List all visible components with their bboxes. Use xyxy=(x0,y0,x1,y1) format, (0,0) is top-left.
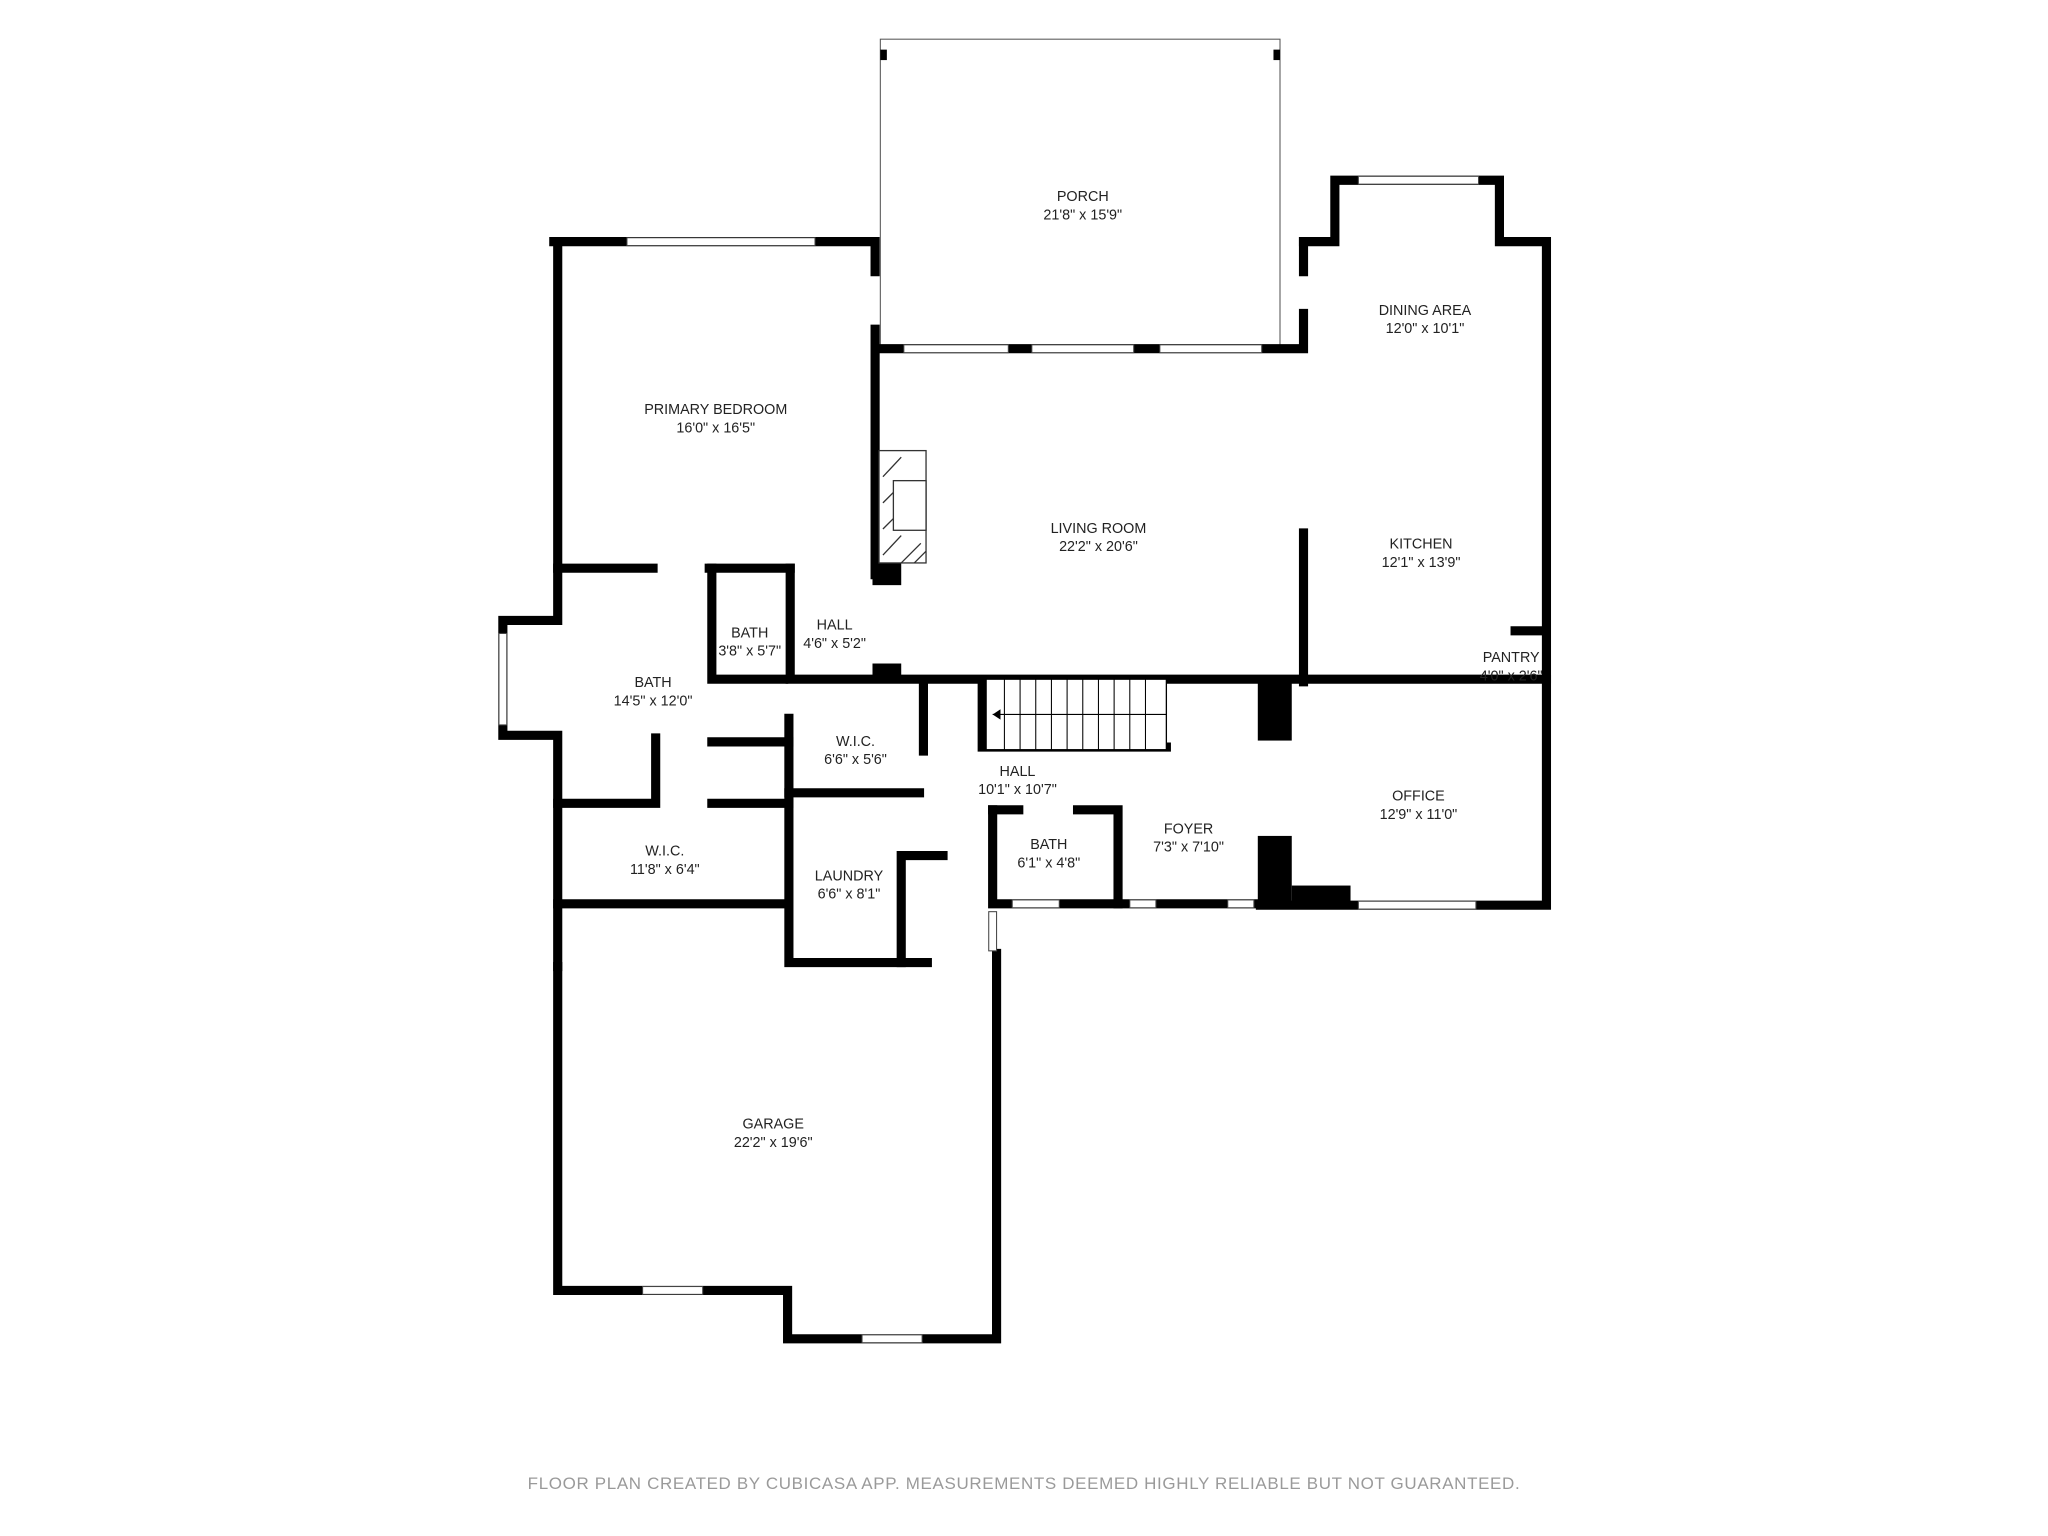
room-name: GARAGE xyxy=(742,1116,803,1132)
room-name: PRIMARY BEDROOM xyxy=(644,402,787,418)
room-size: 6'6" x 5'6" xyxy=(824,752,887,768)
room-laundry: LAUNDRY 6'6" x 8'1" xyxy=(815,868,884,902)
room-office: OFFICE 12'9" x 11'0" xyxy=(1380,789,1458,823)
room-size: 4'6" x 5'2" xyxy=(803,636,866,652)
room-name: OFFICE xyxy=(1392,789,1445,805)
room-name: LIVING ROOM xyxy=(1051,521,1147,537)
stairs xyxy=(985,678,1168,751)
room-name: HALL xyxy=(817,618,853,634)
room-name: FOYER xyxy=(1164,821,1213,837)
room-size: 4'0" x 2'6" xyxy=(1480,668,1543,684)
room-size: 12'9" x 11'0" xyxy=(1380,807,1458,823)
room-name: W.I.C. xyxy=(836,734,875,750)
windows xyxy=(498,175,1480,1344)
room-name: HALL xyxy=(1000,764,1036,780)
room-pantry: PANTRY 4'0" x 2'6" xyxy=(1480,650,1543,684)
room-name: PANTRY xyxy=(1483,650,1540,666)
room-size: 12'0" x 10'1" xyxy=(1386,321,1465,337)
room-wic-small: W.I.C. 6'6" x 5'6" xyxy=(824,734,887,768)
room-wic-large: W.I.C. 11'8" x 6'4" xyxy=(630,844,700,878)
room-name: KITCHEN xyxy=(1390,537,1453,553)
room-garage: GARAGE 22'2" x 19'6" xyxy=(734,1116,813,1150)
room-size: 11'8" x 6'4" xyxy=(630,862,700,878)
room-hall: HALL 10'1" x 10'7" xyxy=(978,764,1057,798)
room-name: DINING AREA xyxy=(1379,303,1472,319)
room-name: BATH xyxy=(731,625,768,641)
room-primary-bedroom: PRIMARY BEDROOM 16'0" x 16'5" xyxy=(644,402,787,436)
room-size: 6'1" x 4'8" xyxy=(1017,855,1080,871)
room-size: 6'6" x 8'1" xyxy=(818,887,881,903)
room-size: 16'0" x 16'5" xyxy=(676,420,755,436)
room-size: 14'5" x 12'0" xyxy=(614,693,693,709)
room-bath-small: BATH 3'8" x 5'7" xyxy=(718,625,781,659)
room-dining-area: DINING AREA 12'0" x 10'1" xyxy=(1379,303,1472,337)
room-name: PORCH xyxy=(1057,189,1109,205)
room-size: 22'2" x 20'6" xyxy=(1059,539,1138,555)
room-primary-bath: BATH 14'5" x 12'0" xyxy=(614,675,693,709)
room-name: BATH xyxy=(634,675,671,691)
room-name: BATH xyxy=(1030,837,1067,853)
room-foyer: FOYER 7'3" x 7'10" xyxy=(1153,821,1224,855)
room-size: 21'8" x 15'9" xyxy=(1043,207,1122,223)
room-name: LAUNDRY xyxy=(815,868,884,884)
room-name: W.I.C. xyxy=(645,844,684,860)
structural-blocks xyxy=(872,561,1351,908)
footer-disclaimer: FLOOR PLAN CREATED BY CUBICASA APP. MEAS… xyxy=(528,1474,1521,1493)
room-porch: PORCH 21'8" x 15'9" xyxy=(1043,189,1122,223)
room-hall-small: HALL 4'6" x 5'2" xyxy=(803,618,866,652)
room-size: 3'8" x 5'7" xyxy=(718,644,781,660)
room-size: 7'3" x 7'10" xyxy=(1153,840,1224,856)
room-bath-half: BATH 6'1" x 4'8" xyxy=(1017,837,1080,871)
room-size: 10'1" x 10'7" xyxy=(978,782,1057,798)
room-kitchen: KITCHEN 12'1" x 13'9" xyxy=(1382,537,1461,571)
fireplace xyxy=(878,449,927,564)
room-size: 12'1" x 13'9" xyxy=(1382,555,1461,571)
walls xyxy=(498,175,1552,1344)
room-living-room: LIVING ROOM 22'2" x 20'6" xyxy=(1051,521,1147,555)
room-size: 22'2" x 19'6" xyxy=(734,1135,813,1151)
